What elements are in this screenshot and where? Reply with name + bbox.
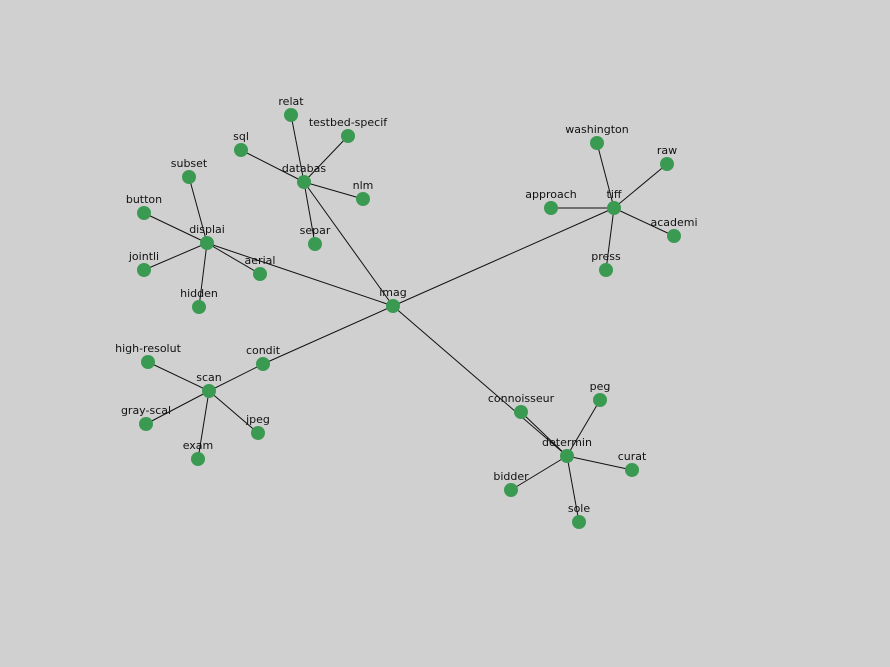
edge-determin-bidder [510,455,568,491]
node-approach[interactable] [544,201,558,215]
node-sql[interactable] [234,143,248,157]
node-label-relat: relat [278,95,304,108]
node-washington[interactable] [590,136,604,150]
edge-scan-high-resolut [147,361,210,392]
node-jointli[interactable] [137,263,151,277]
edge-databas-separ [303,181,316,245]
node-aerial[interactable] [253,267,267,281]
node-label-scan: scan [196,371,222,384]
node-high-resolut[interactable] [141,355,155,369]
node-label-exam: exam [183,439,214,452]
node-connoisseur[interactable] [514,405,528,419]
edge-determin-peg [566,399,601,457]
node-label-separ: separ [300,224,331,237]
node-label-jpeg: jpeg [245,413,270,426]
node-academi[interactable] [667,229,681,243]
node-condit[interactable] [256,357,270,371]
node-raw[interactable] [660,157,674,171]
node-label-gray-scal: gray-scal [121,404,171,417]
edge-imag-displai [206,242,394,307]
node-label-tiff: tiff [607,188,622,201]
edge-databas-relat [290,114,305,183]
node-sole[interactable] [572,515,586,529]
node-label-displai: displai [189,223,225,236]
node-separ[interactable] [308,237,322,251]
node-determin[interactable] [560,449,574,463]
edge-determin-connoisseur [520,411,568,457]
node-displai[interactable] [200,236,214,250]
node-button[interactable] [137,206,151,220]
node-imag[interactable] [386,299,400,313]
edge-tiff-press [605,207,615,271]
node-label-high-resolut: high-resolut [115,342,181,355]
edge-determin-sole [566,455,580,523]
edge-scan-condit [208,363,264,392]
node-label-imag: imag [379,286,407,299]
edge-imag-tiff [392,207,615,307]
node-label-academi: academi [650,216,697,229]
edge-databas-sql [240,149,305,183]
edge-databas-nlm [303,181,364,200]
node-subset[interactable] [182,170,196,184]
node-label-button: button [126,193,162,206]
node-label-peg: peg [590,380,611,393]
node-gray-scal[interactable] [139,417,153,431]
edge-scan-jpeg [208,390,259,434]
node-nlm[interactable] [356,192,370,206]
node-label-subset: subset [171,157,208,170]
node-label-bidder: bidder [493,470,529,483]
node-relat[interactable] [284,108,298,122]
edge-displai-aerial [206,242,261,275]
node-label-raw: raw [657,144,677,157]
edge-scan-exam [197,390,210,460]
edge-displai-hidden [198,242,208,308]
edge-displai-subset [188,176,208,244]
node-label-press: press [591,250,621,263]
node-scan[interactable] [202,384,216,398]
edge-tiff-academi [613,207,675,237]
node-label-jointli: jointli [128,250,159,263]
node-peg[interactable] [593,393,607,407]
node-label-curat: curat [618,450,647,463]
node-exam[interactable] [191,452,205,466]
node-tiff[interactable] [607,201,621,215]
node-label-sole: sole [568,502,591,515]
node-label-hidden: hidden [180,287,218,300]
node-hidden[interactable] [192,300,206,314]
edge-layer [143,114,675,523]
node-label-nlm: nlm [353,179,374,192]
node-label-testbed-specif: testbed-specif [309,116,388,129]
node-label-connoisseur: connoisseur [488,392,555,405]
edge-displai-jointli [143,242,208,271]
edge-scan-gray-scal [145,390,210,425]
edge-imag-determin [392,305,568,457]
node-layer [137,108,681,529]
node-testbed-specif[interactable] [341,129,355,143]
edge-determin-curat [566,455,633,471]
edge-imag-condit [262,305,394,365]
edge-tiff-raw [613,163,668,209]
edge-displai-button [143,212,208,244]
node-label-washington: washington [565,123,628,136]
edge-imag-databas [303,181,394,307]
edge-tiff-washington [596,142,615,209]
edge-databas-testbed-specif [303,135,349,183]
node-press[interactable] [599,263,613,277]
node-bidder[interactable] [504,483,518,497]
node-label-databas: databas [282,162,327,175]
node-label-determin: determin [542,436,592,449]
node-label-aerial: aerial [245,254,276,267]
label-layer: imag databas relat testbed-specif sql nlm sepa… [115,95,697,515]
node-databas[interactable] [297,175,311,189]
node-label-condit: condit [246,344,281,357]
node-jpeg[interactable] [251,426,265,440]
node-curat[interactable] [625,463,639,477]
node-label-approach: approach [525,188,577,201]
node-label-sql: sql [233,130,249,143]
